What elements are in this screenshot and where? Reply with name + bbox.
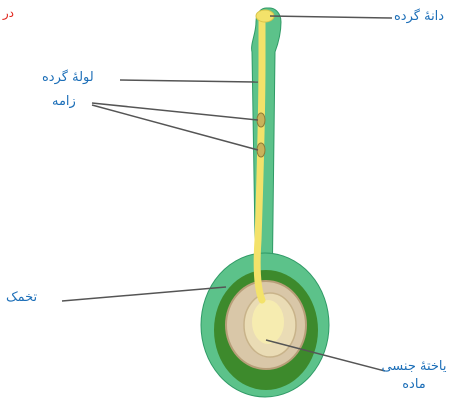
label-ovule: تخمک	[6, 290, 37, 307]
label-pollen-grain: دانهٔ گرده	[394, 9, 444, 26]
label-egg-cell-line1: یاختهٔ جنسی	[372, 358, 456, 376]
sperm-cell-2	[257, 143, 265, 157]
label-pollen-tube: لولهٔ گرده	[42, 70, 94, 87]
egg-cell	[252, 300, 284, 344]
label-egg-cell-line2: ماده	[372, 376, 456, 394]
label-sperm: زامه	[52, 94, 76, 111]
label-egg-cell: یاختهٔ جنسی ماده	[372, 358, 456, 393]
leader-pollen-tube	[120, 80, 258, 82]
sperm-cell-1	[257, 113, 265, 127]
leader-ovule	[62, 287, 226, 301]
leader-pollen-grain	[270, 16, 392, 18]
corner-cropped-text: در	[0, 6, 14, 20]
